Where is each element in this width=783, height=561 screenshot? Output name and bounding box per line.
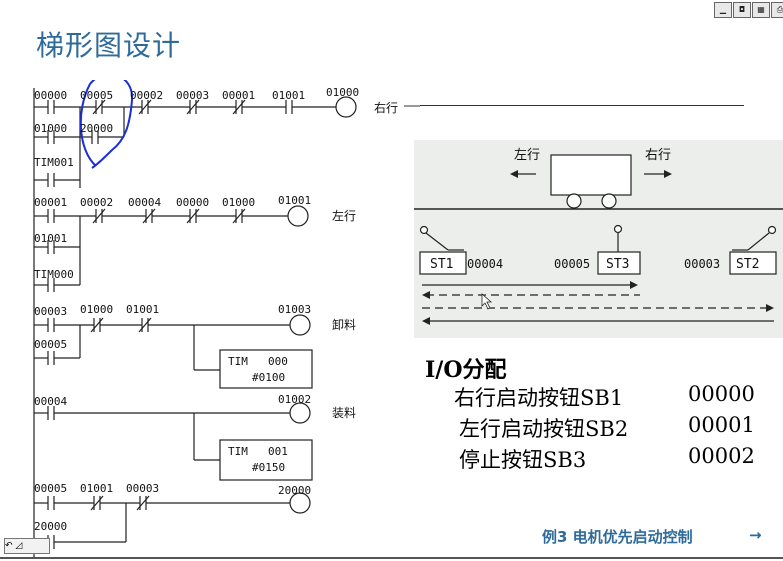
coil-label: 01003 (278, 303, 311, 316)
contact-no (285, 100, 293, 114)
rung-1 (34, 96, 357, 188)
cart-wheel (601, 193, 617, 209)
contact-label: 01000 (222, 196, 255, 209)
coil-label: 20000 (278, 484, 311, 497)
camera-icon[interactable]: ◘ (733, 2, 751, 18)
switch-box (597, 251, 641, 275)
pointer-line (420, 105, 744, 106)
contact-label: 00005 (34, 482, 67, 495)
coil (287, 205, 309, 227)
rung-5 (34, 492, 311, 549)
coil-label: 01000 (326, 86, 359, 99)
switch-address: 00004 (467, 257, 503, 271)
io-code: 00000 (688, 382, 755, 406)
timer-name: TIM (228, 355, 248, 368)
switch-address: 00003 (684, 257, 720, 271)
bottom-rule (0, 557, 783, 559)
contact-label: TIM001 (34, 156, 74, 169)
timer-number: 000 (268, 355, 288, 368)
cart-wheel (566, 193, 582, 209)
corner-icon: ◿ (15, 541, 23, 551)
direction-label: 左行 (514, 148, 540, 163)
coil-description: 左行 (332, 208, 356, 223)
cursor-icon (481, 293, 493, 310)
io-title: I/O分配 (425, 357, 507, 383)
rung-2 (34, 205, 309, 292)
contact-label: 00000 (34, 89, 67, 102)
rung-3 (34, 314, 313, 389)
contact-label: 00002 (130, 89, 163, 102)
grid-icon[interactable]: ▦ (752, 2, 770, 18)
contact-label: 00004 (128, 196, 161, 209)
cart-scene: 左行 右行 ST1 ST3 ST2 00004 00005 00003 (414, 140, 783, 338)
timer-setting: #0100 (252, 371, 285, 384)
io-code: 00001 (688, 413, 755, 437)
timer-name: TIM (228, 445, 248, 458)
ladder-diagram: 00000 00005 00002 00003 00001 01001 0100… (33, 80, 420, 558)
coil-label: 01001 (278, 194, 311, 207)
contact-label: 00003 (34, 305, 67, 318)
io-code: 00002 (688, 444, 755, 468)
annotation-loop (79, 80, 134, 169)
coil (289, 492, 311, 514)
page-title: 梯形图设计 (36, 29, 182, 62)
cart-body (550, 154, 632, 196)
rung-4 (34, 402, 313, 481)
timer-setting: #0150 (252, 461, 285, 474)
switch-name: ST1 (430, 257, 453, 272)
nav-button[interactable]: ↶ ◿ (4, 538, 50, 554)
timer-box (219, 349, 313, 389)
back-icon: ↶ (5, 541, 13, 551)
contact-label: 20000 (34, 520, 67, 533)
contact-label: 00001 (222, 89, 255, 102)
switch-address: 00005 (554, 257, 590, 271)
io-label: 左行启动按钮SB2 (459, 417, 629, 441)
window-controls: ▁ ◘ ▦ ⎙ (714, 2, 783, 18)
contact-label: 01001 (272, 89, 305, 102)
direction-label: 右行 (645, 148, 671, 163)
coil (289, 314, 311, 336)
io-label: 停止按钮SB3 (459, 448, 587, 472)
switch-box (419, 251, 467, 275)
io-label: 右行启动按钮SB1 (454, 386, 624, 410)
switch-name: ST3 (606, 257, 629, 272)
contact-label: 00003 (126, 482, 159, 495)
coil-description: 装料 (332, 406, 356, 420)
next-arrow-icon[interactable]: → (749, 526, 762, 544)
contact-label: 00003 (176, 89, 209, 102)
coil (289, 402, 311, 424)
contact-label: 00002 (80, 196, 113, 209)
switch-box (729, 251, 777, 275)
contact-label: 00004 (34, 395, 67, 408)
timer-number: 001 (268, 445, 288, 458)
contact-label: TIM000 (34, 268, 74, 281)
coil (335, 96, 357, 118)
contact-label: 00005 (34, 338, 67, 351)
next-slide-link[interactable]: 例3 电机优先启动控制 (542, 528, 693, 546)
contact-label: 01000 (80, 303, 113, 316)
print-icon[interactable]: ⎙ (771, 2, 783, 18)
coil-label: 01002 (278, 393, 311, 406)
contact-label: 00001 (34, 196, 67, 209)
contact-label: 01001 (34, 232, 67, 245)
timer-box (219, 439, 313, 481)
coil-description: 右行 (374, 100, 398, 115)
contact-label: 01000 (34, 122, 67, 135)
contact-label: 00000 (176, 196, 209, 209)
switch-name: ST2 (736, 257, 759, 272)
contact-no (47, 100, 55, 114)
contact-label: 20000 (80, 122, 113, 135)
contact-label: 01001 (126, 303, 159, 316)
contact-label: 01001 (80, 482, 113, 495)
contact-label: 00005 (80, 89, 113, 102)
window-control-icon[interactable]: ▁ (714, 2, 732, 18)
coil-description: 卸料 (332, 317, 356, 332)
